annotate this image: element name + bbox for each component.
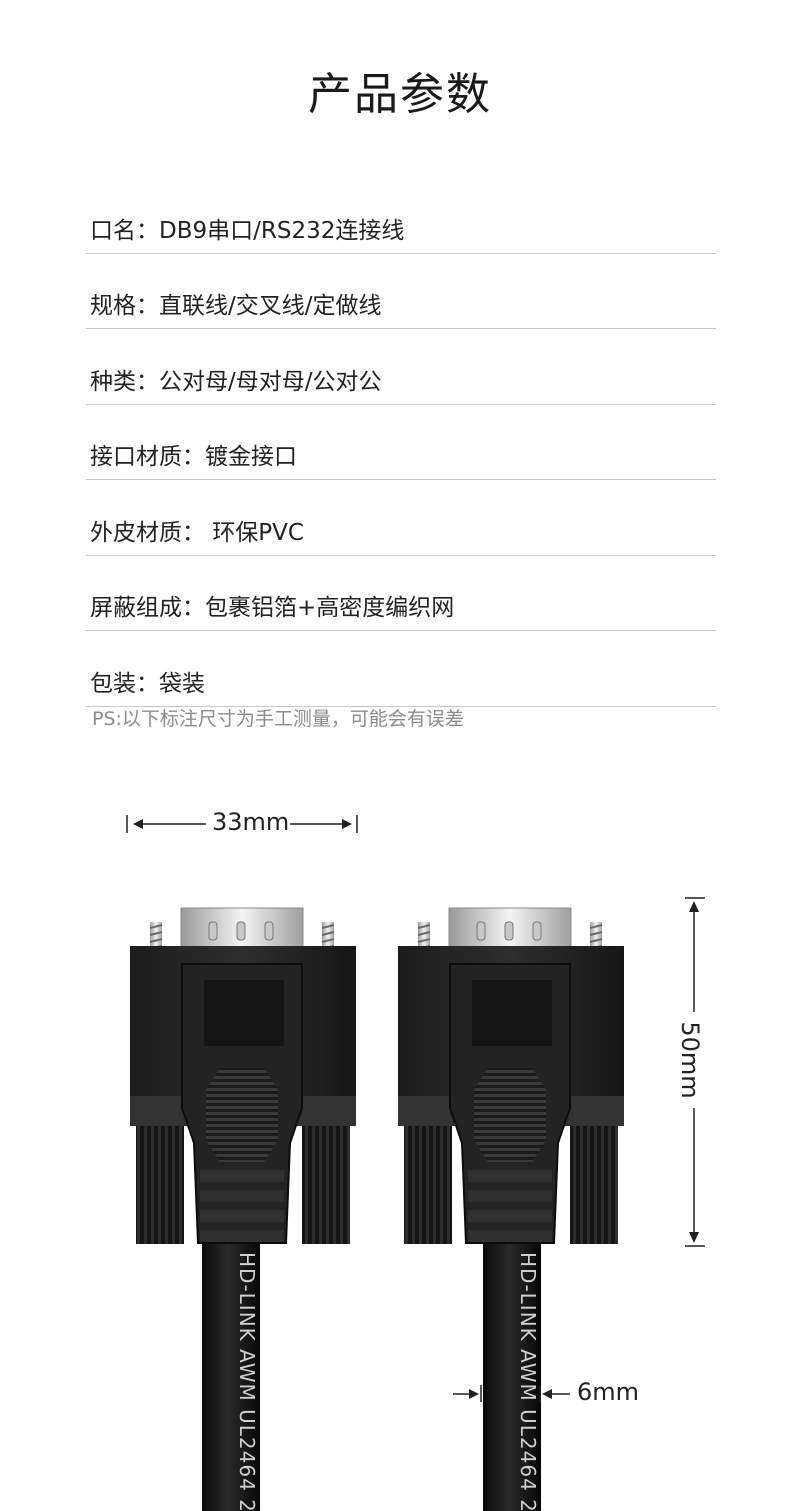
spec-row: 规格：直联线/交叉线/定做线	[86, 254, 716, 329]
spec-text: 口名：DB9串口/RS232连接线	[90, 217, 405, 244]
width-dimension-line	[126, 815, 358, 833]
spec-row: 接口材质：镀金接口	[86, 405, 716, 480]
spec-text: 接口材质：镀金接口	[90, 444, 297, 470]
page-title: 产品参数	[308, 69, 492, 120]
spec-text: 包装：袋装	[90, 670, 205, 697]
connector-left	[129, 907, 357, 1245]
cable-right	[483, 1230, 541, 1511]
spec-row: 屏蔽组成：包裹铝箔+高密度编织网	[86, 556, 716, 631]
spec-row: 口名：DB9串口/RS232连接线	[86, 178, 716, 254]
height-dimension-line	[685, 897, 705, 1247]
spec-row: 包装：袋装	[86, 631, 716, 707]
cable-print-left: HD-LINK AWM UL2464 2	[235, 1252, 259, 1511]
cable-print-right: HD-LINK AWM UL2464 2	[516, 1252, 540, 1511]
measurement-note: PS:以下标注尺寸为手工测量，可能会有误差	[92, 708, 464, 730]
cable-dimension-label: 6mm	[577, 1378, 640, 1406]
spec-row: 种类：公对母/母对母/公对公	[86, 329, 716, 405]
cable-dimension-line	[453, 1385, 570, 1402]
spec-list: 口名：DB9串口/RS232连接线 规格：直联线/交叉线/定做线 种类：公对母/…	[86, 178, 716, 707]
width-dimension-label: 33mm	[212, 808, 290, 836]
cable-left	[202, 1230, 260, 1511]
spec-text: 外皮材质： 环保PVC	[90, 519, 304, 546]
spec-text: 种类：公对母/母对母/公对公	[90, 368, 382, 395]
spec-row: 外皮材质： 环保PVC	[86, 480, 716, 556]
spec-text: 屏蔽组成：包裹铝箔+高密度编织网	[90, 595, 455, 621]
connector-right	[397, 907, 625, 1245]
spec-text: 规格：直联线/交叉线/定做线	[90, 293, 382, 319]
height-dimension-label: 50mm	[676, 1021, 704, 1098]
